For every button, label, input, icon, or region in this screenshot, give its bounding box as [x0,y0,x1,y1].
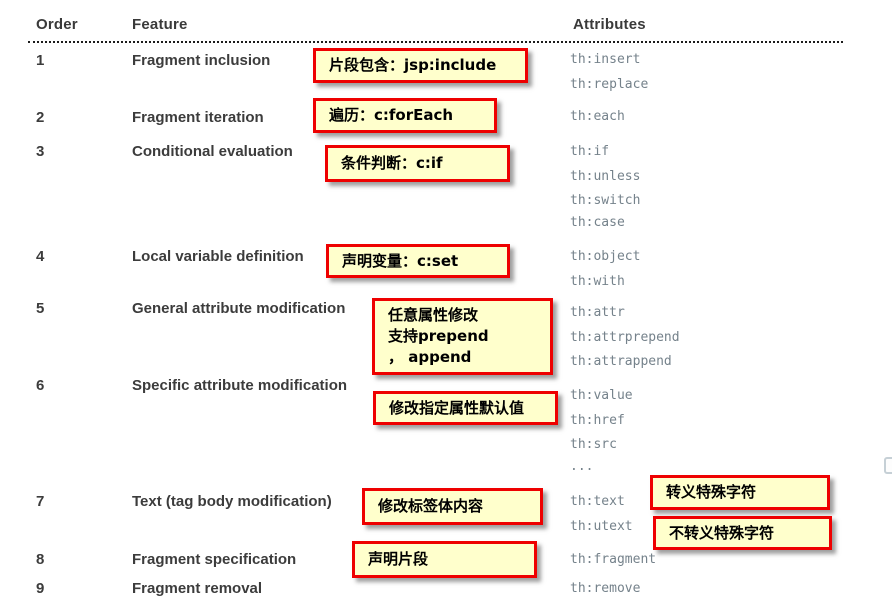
attribute-item: th:unless [570,169,641,184]
order-cell: 7 [36,493,45,510]
attribute-item: th:remove [570,581,641,596]
order-cell: 4 [36,248,45,265]
annotation-fragment-iteration: 遍历：c:forEach [313,98,497,133]
order-cell: 8 [36,551,45,568]
attribute-item: th:each [570,109,625,124]
feature-cell: Local variable definition [132,248,304,265]
attribute-item: th:case [570,215,625,230]
feature-cell: Fragment iteration [132,109,264,126]
attribute-item: th:switch [570,193,641,208]
attribute-item: th:replace [570,77,649,92]
annotation-general-attribute: 任意属性修改 支持prepend ， append [372,298,553,375]
attribute-item: th:value [570,388,633,403]
attribute-item: th:text [570,494,625,509]
feature-cell: Specific attribute modification [132,377,348,394]
annotation-local-variable: 声明变量：c:set [326,244,510,278]
attribute-item: th:with [570,274,625,289]
order-cell: 1 [36,52,45,69]
annotation-escaped-text: 转义特殊字符 [650,475,830,510]
annotation-text-body: 修改标签体内容 [362,488,543,525]
attribute-item: th:href [570,413,625,428]
header-divider [28,41,843,43]
attribute-item: th:attrappend [570,354,672,369]
feature-cell: Fragment inclusion [132,52,271,69]
annotation-fragment-inclusion: 片段包含：jsp:include [313,48,528,83]
feature-cell: Fragment specification [132,551,297,568]
column-header-feature: Feature [132,16,188,33]
annotation-unescaped-text: 不转义特殊字符 [653,516,832,550]
annotation-fragment-spec: 声明片段 [352,541,537,578]
feature-cell: Fragment removal [132,580,263,597]
attribute-item: th:src [570,437,617,452]
attribute-item: th:attrprepend [570,330,680,345]
column-header-attributes: Attributes [573,16,646,33]
order-cell: 9 [36,580,45,597]
feature-cell: General attribute modification [132,300,346,317]
annotation-specific-attribute: 修改指定属性默认值 [373,391,558,425]
column-header-order: Order [36,16,78,33]
attribute-item: th:insert [570,52,641,67]
feature-cell: Conditional evaluation [132,143,293,160]
order-cell: 2 [36,109,45,126]
order-cell: 3 [36,143,45,160]
attribute-item: th:attr [570,305,625,320]
attribute-item: th:utext [570,519,633,534]
feature-cell: Text (tag body modification) [132,493,332,510]
attribute-item: th:fragment [570,552,657,567]
annotation-conditional-evaluation: 条件判断：c:if [325,145,510,182]
attribute-item: th:if [570,144,610,159]
clipped-panel-corner [884,457,892,474]
order-cell: 6 [36,377,45,394]
attribute-item: ... [570,459,594,474]
order-cell: 5 [36,300,45,317]
attribute-item: th:object [570,249,641,264]
